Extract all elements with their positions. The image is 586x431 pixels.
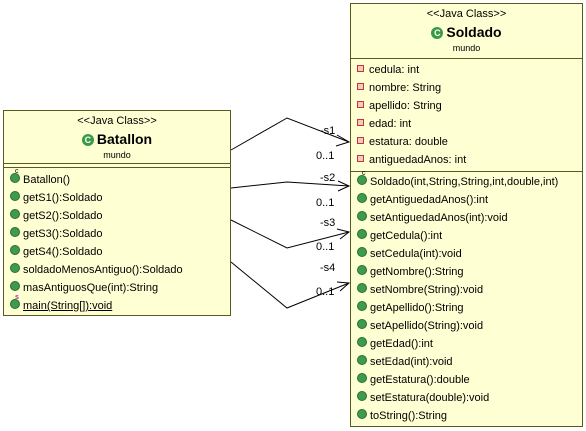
field-row[interactable]: apellido: String — [357, 97, 442, 115]
association-s2-arrow — [337, 180, 351, 192]
private-field-icon — [357, 155, 364, 162]
method-row[interactable]: soldadoMenosAntiguo():Soldado — [10, 261, 183, 279]
field-row[interactable]: cedula: int — [357, 61, 419, 79]
association-s4-role: -s4 — [320, 262, 336, 274]
method-row[interactable]: getS1():Soldado — [10, 189, 103, 207]
association-s1-line — [230, 117, 350, 151]
field-row[interactable]: edad: int — [357, 115, 411, 133]
association-s1-multiplicity: 0..1 — [316, 150, 335, 162]
method-row[interactable]: getAntiguedadAnos():int — [357, 191, 488, 209]
method-row[interactable]: setEstatura(double):void — [357, 389, 489, 407]
association-s2-multiplicity: 0..1 — [316, 197, 335, 209]
association-s1-arrow — [335, 134, 351, 147]
method-row[interactable]: masAntiguosQue(int):String — [10, 279, 158, 297]
method-row[interactable]: getS2():Soldado — [10, 207, 103, 225]
class-icon: C — [431, 27, 444, 39]
class-icon: C — [81, 134, 94, 146]
method-row[interactable]: getS3():Soldado — [10, 225, 103, 243]
class-soldado-stereotype: <<Java Class>> — [426, 8, 507, 20]
public-method-icon — [357, 337, 367, 347]
association-s3-role: -s3 — [320, 217, 336, 229]
public-method-icon — [10, 263, 20, 273]
public-method-icon — [357, 355, 367, 365]
method-row[interactable]: getApellido():String — [357, 299, 464, 317]
private-field-icon — [357, 119, 364, 126]
method-row[interactable]: getEstatura():double — [357, 371, 470, 389]
constructor-icon: c — [10, 168, 20, 183]
public-method-icon — [357, 373, 367, 383]
method-row[interactable]: getCedula():int — [357, 227, 442, 245]
class-soldado-package: mundo — [452, 43, 481, 53]
public-method-icon — [357, 265, 367, 275]
public-method-icon — [10, 281, 20, 291]
class-batallon-package: mundo — [103, 150, 131, 160]
class-batallon-name: Batallon — [96, 131, 153, 147]
attributes-divider — [351, 58, 582, 59]
public-method-icon — [10, 227, 20, 237]
public-method-icon — [357, 283, 367, 293]
public-method-icon — [10, 209, 20, 219]
association-s4-multiplicity: 0..1 — [316, 286, 335, 298]
association-s2-line — [230, 181, 350, 189]
association-s2-role: -s2 — [320, 172, 336, 184]
method-row[interactable]: getEdad():int — [357, 335, 433, 353]
association-s1-role: -s1 — [320, 125, 336, 137]
class-soldado-name: Soldado — [446, 24, 502, 40]
static-method-icon: s — [10, 294, 20, 309]
public-method-icon — [357, 301, 367, 311]
public-method-icon — [10, 191, 20, 201]
method-row[interactable]: setNombre(String):void — [357, 281, 483, 299]
field-row[interactable]: antiguedadAnos: int — [357, 151, 466, 169]
private-field-icon — [357, 65, 364, 72]
association-s4-arrow — [336, 281, 351, 292]
public-method-icon — [357, 247, 367, 257]
public-method-icon — [357, 409, 367, 419]
method-row[interactable]: setApellido(String):void — [357, 317, 483, 335]
method-row[interactable]: setEdad(int):void — [357, 353, 453, 371]
private-field-icon — [357, 83, 364, 90]
method-row[interactable]: setAntiguedadAnos(int):void — [357, 209, 508, 227]
public-method-icon — [357, 319, 367, 329]
constructor-icon: c — [357, 170, 367, 185]
public-method-icon — [357, 193, 367, 203]
private-field-icon — [357, 137, 364, 144]
association-s3-multiplicity: 0..1 — [316, 241, 335, 253]
attributes-divider — [4, 163, 230, 164]
methods-divider — [4, 167, 230, 168]
association-s3-line — [230, 219, 350, 249]
association-s4-line — [230, 261, 350, 309]
class-batallon-stereotype: <<Java Class>> — [77, 115, 157, 127]
public-method-icon — [357, 211, 367, 221]
public-method-icon — [357, 391, 367, 401]
public-method-icon — [357, 229, 367, 239]
methods-divider — [351, 171, 582, 172]
public-method-icon — [10, 245, 20, 255]
private-field-icon — [357, 101, 364, 108]
method-row[interactable]: getS4():Soldado — [10, 243, 103, 261]
method-row[interactable]: toString():String — [357, 407, 447, 425]
method-row[interactable]: setCedula(int):void — [357, 245, 462, 263]
method-row[interactable]: getNombre():String — [357, 263, 464, 281]
association-s3-arrow — [336, 228, 351, 240]
field-row[interactable]: estatura: double — [357, 133, 448, 151]
field-row[interactable]: nombre: String — [357, 79, 441, 97]
